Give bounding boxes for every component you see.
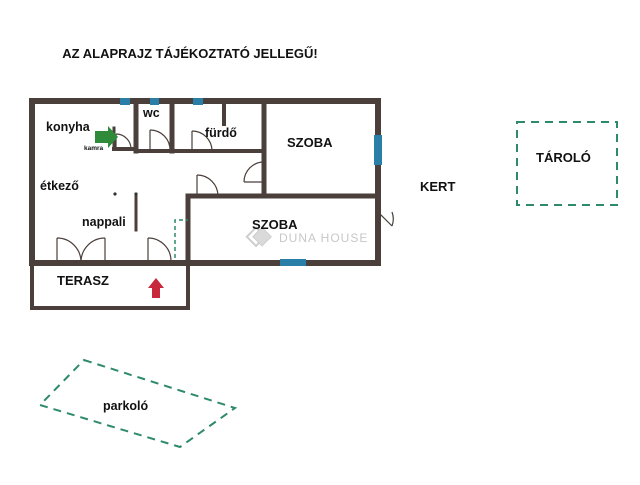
- label-parkolo: parkoló: [103, 399, 149, 413]
- entrance-arrow-icon: [148, 278, 164, 298]
- doors: [56, 129, 394, 263]
- window-room-right: [374, 135, 382, 165]
- label-tarolo: TÁROLÓ: [536, 150, 591, 165]
- window-room-bottom: [280, 259, 306, 266]
- door-room-bottom: [196, 174, 219, 197]
- column-dot: [134, 192, 138, 196]
- door-kamra: [115, 133, 132, 150]
- door-terrace-double: [56, 237, 106, 263]
- room-label-szoba-bottom: SZOBA: [252, 217, 298, 232]
- window-bath: [193, 98, 203, 105]
- duna-house-logo-icon: [245, 226, 272, 248]
- window-kitchen: [120, 98, 130, 105]
- watermark-text: DUNA HOUSE: [279, 231, 368, 245]
- entry-partition: [174, 219, 188, 258]
- door-wc: [149, 129, 171, 152]
- kamra-arrow-icon: [95, 126, 118, 148]
- room-label-etkezo: étkező: [40, 179, 79, 193]
- windows: [120, 98, 382, 266]
- door-bath: [191, 130, 213, 152]
- disclaimer-heading: AZ ALAPRAJZ TÁJÉKOZTATÓ JELLEGŰ!: [62, 46, 317, 61]
- room-label-szoba-top: SZOBA: [287, 135, 333, 150]
- walls: [29, 98, 381, 310]
- room-label-terasz: TERASZ: [57, 273, 109, 288]
- parking-outline: [38, 358, 238, 449]
- room-label-nappali: nappali: [82, 215, 126, 229]
- duna-house-watermark: DUNA HOUSE: [245, 226, 368, 248]
- room-label-kamra: kamra: [84, 145, 104, 152]
- door-living: [147, 237, 172, 262]
- door-room-top: [243, 161, 265, 183]
- column-dot: [113, 192, 117, 196]
- room-label-furdo: fürdő: [205, 126, 237, 140]
- room-label-konyha: konyha: [46, 120, 91, 134]
- storage-outline: [516, 121, 618, 206]
- window-wc: [150, 98, 159, 105]
- label-kert: KERT: [420, 179, 455, 194]
- door-garden: [377, 211, 394, 238]
- room-label-wc: wc: [142, 106, 160, 120]
